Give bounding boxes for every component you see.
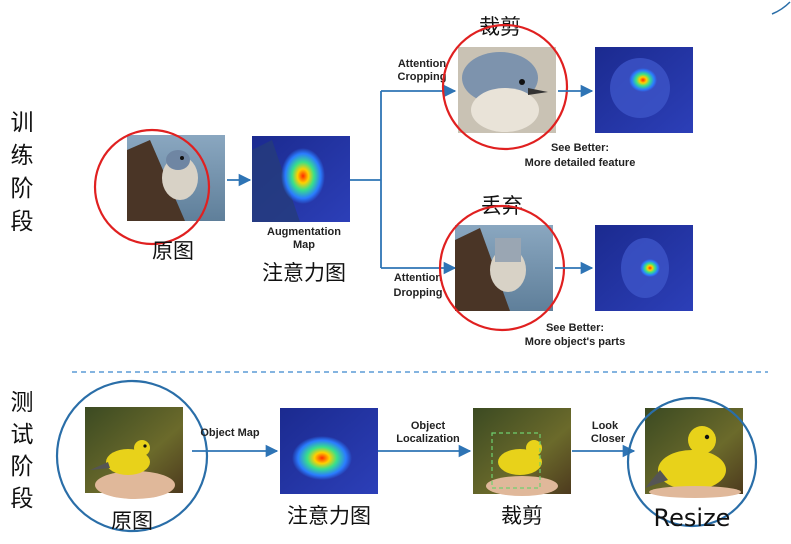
test-stage-char: 段 xyxy=(11,486,34,512)
cropped-bird-image xyxy=(458,47,556,133)
train-stage-char: 练 xyxy=(11,143,34,169)
resize-label: Resize xyxy=(654,504,731,532)
test-cropped-image xyxy=(473,408,571,496)
see-better-drop-line2: More object's parts xyxy=(525,336,625,348)
object-map-label: Object Map xyxy=(200,427,260,439)
test-stage-label: 测 试 阶 段 xyxy=(11,390,34,512)
test-crop-label: 裁剪 xyxy=(501,504,543,528)
augmentation-map-image xyxy=(252,136,350,222)
look-closer-line2: Closer xyxy=(591,433,626,445)
test-attention-map-label: 注意力图 xyxy=(287,504,371,528)
resized-image xyxy=(645,408,743,498)
see-better-drop-line1: See Better: xyxy=(546,322,604,334)
attention-dropping-line1: Attention xyxy=(394,272,443,284)
aug-map-label-line2: Map xyxy=(293,239,315,251)
original-highlight-circle xyxy=(93,128,211,246)
see-better-crop-line1: See Better: xyxy=(551,142,609,154)
test-stage-char: 测 xyxy=(11,390,34,416)
train-stage-label: 训 练 阶 段 xyxy=(11,110,34,235)
see-better-crop-line2: More detailed feature xyxy=(525,157,636,169)
aug-map-label-line1: Augmentation xyxy=(267,226,341,238)
object-localization-line2: Localization xyxy=(396,433,460,445)
localization-box xyxy=(491,432,541,489)
look-closer-line1: Look xyxy=(592,420,619,432)
train-original-label: 原图 xyxy=(152,239,194,263)
object-localization-line1: Object xyxy=(411,420,446,432)
corner-decoration xyxy=(771,1,791,15)
crop-title: 裁剪 xyxy=(479,15,521,39)
train-stage-char: 训 xyxy=(11,110,34,136)
resize-circle xyxy=(626,396,758,528)
train-stage-char: 段 xyxy=(11,209,34,235)
attention-cropping-line1: Attention xyxy=(398,58,447,70)
dropped-bird-image xyxy=(455,225,553,311)
test-attention-map xyxy=(280,408,378,494)
attention-dropping-line2: Dropping xyxy=(394,287,443,299)
crop-highlight-circle xyxy=(441,23,569,151)
train-attention-map-label: 注意力图 xyxy=(262,261,346,285)
test-stage-char: 阶 xyxy=(11,454,34,480)
train-stage-char: 阶 xyxy=(11,176,34,202)
test-original-label: 原图 xyxy=(111,509,153,533)
crop-feature-map xyxy=(595,47,693,133)
train-original-image xyxy=(127,135,225,221)
drop-feature-map xyxy=(595,225,693,311)
attention-cropping-line2: Cropping xyxy=(398,71,447,83)
test-original-circle xyxy=(55,379,209,533)
test-stage-char: 试 xyxy=(11,422,34,448)
test-original-image xyxy=(85,407,183,499)
